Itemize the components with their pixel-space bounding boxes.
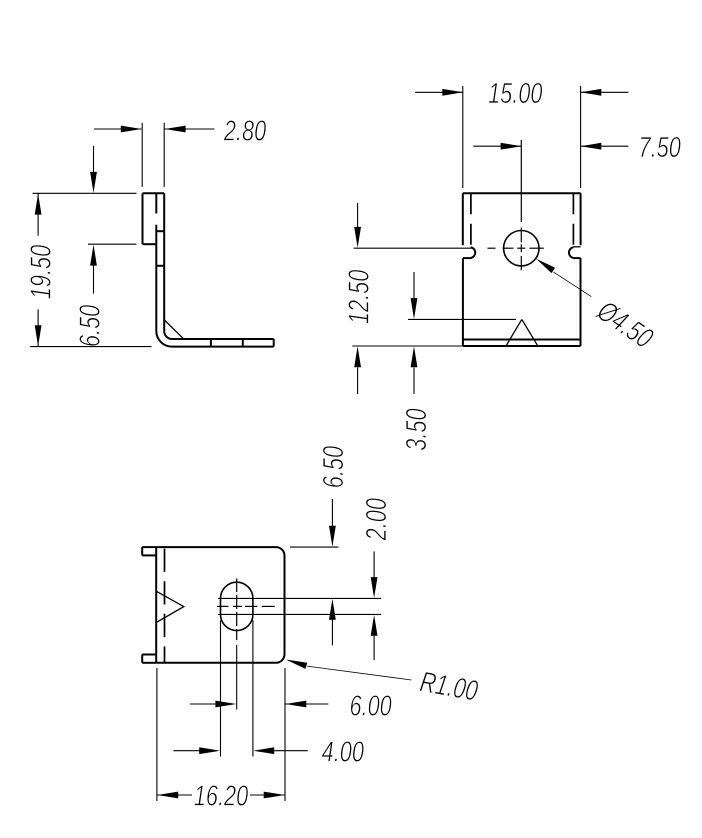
svg-text:6.00: 6.00 xyxy=(349,691,392,723)
svg-text:2.00: 2.00 xyxy=(361,497,393,541)
svg-text:7.50: 7.50 xyxy=(639,132,682,164)
svg-text:3.50: 3.50 xyxy=(401,408,433,451)
svg-text:12.50: 12.50 xyxy=(344,269,376,324)
svg-text:6.50: 6.50 xyxy=(318,445,350,488)
svg-text:4.00: 4.00 xyxy=(322,736,365,768)
svg-text:19.50: 19.50 xyxy=(26,244,58,299)
svg-text:2.80: 2.80 xyxy=(223,116,267,148)
svg-text:6.50: 6.50 xyxy=(75,304,107,347)
svg-text:16.20: 16.20 xyxy=(194,781,249,813)
svg-text:15.00: 15.00 xyxy=(488,78,543,110)
